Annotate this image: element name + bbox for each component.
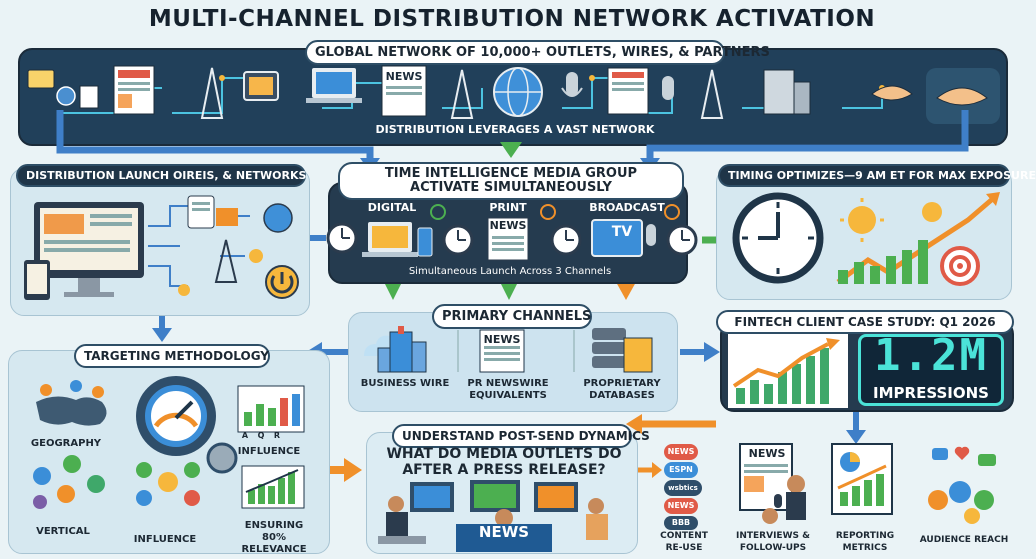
step-content-reuse: CONTENT RE-USE xyxy=(660,531,708,553)
activate-caption: Simultaneous Launch Across 3 Channels xyxy=(408,266,612,277)
case-study-metric: IMPRESSIONS xyxy=(873,384,989,402)
targeting-influence-label-1: INFLUENCE xyxy=(237,446,301,457)
broadcast-tv-label: TV xyxy=(611,224,633,240)
timing-banner: TIMING OPTIMIZES—9 AM ET FOR MAX EXPOSUR… xyxy=(718,164,1036,187)
step-news-label: NEWS xyxy=(748,447,786,460)
newsroom-illustration xyxy=(378,480,608,552)
case-study-chart xyxy=(728,334,848,408)
page-title: MULTI-CHANNEL DISTRIBUTION NETWORK ACTIV… xyxy=(148,6,876,32)
activate-channel-icons xyxy=(326,204,698,261)
timing-illustration xyxy=(732,192,1000,286)
primary-proprietary-db: PROPRIETARY DATABASES xyxy=(583,378,661,401)
outlet-badges: NEWS ESPN wsbtics NEWS BBB xyxy=(664,444,704,530)
step-audience-reach: AUDIENCE REACH xyxy=(919,535,1009,545)
channel-broadcast-label: BROADCAST xyxy=(589,201,665,214)
primary-business-wire: BUSINESS WIRE xyxy=(360,378,450,389)
primary-channels-banner: PRIMARY CHANNELS xyxy=(432,304,592,329)
post-send-banner: UNDERSTAND POST-SEND DYNAMICS xyxy=(392,424,650,448)
activate-banner: TIME INTELLIGENCE MEDIA GROUP ACTIVATE S… xyxy=(338,162,684,200)
case-study-value: 1.2M xyxy=(874,330,988,381)
network-strip-icons: NEWS xyxy=(27,65,1000,124)
primary-channels-icons xyxy=(364,326,653,373)
post-send-steps-icons xyxy=(739,443,996,524)
outlet-badge-4: NEWS xyxy=(664,498,698,514)
chart-tick-a: A xyxy=(241,431,249,440)
chart-tick-r: R xyxy=(273,431,281,440)
targeting-influence-label-2: INFLUENCE xyxy=(133,534,197,545)
activate-banner-line2: ACTIVATE SIMULTANEOUSLY xyxy=(410,180,612,195)
targeting-banner: TARGETING METHODOLOGY xyxy=(74,344,270,368)
step-interviews: INTERVIEWS & FOLLOW-UPS xyxy=(736,531,810,553)
svg-text:NEWS: NEWS xyxy=(386,70,423,83)
chart-tick-q: Q xyxy=(257,431,265,440)
case-study-display xyxy=(858,334,1004,406)
desk-news-label: NEWS xyxy=(478,523,530,541)
channel-digital-label: DIGITAL xyxy=(367,201,417,214)
targeting-vertical-label: VERTICAL xyxy=(36,526,90,537)
targeting-relevance-label: ENSURING 80% RELEVANCE xyxy=(241,520,307,555)
activate-banner-line1: TIME INTELLIGENCE MEDIA GROUP xyxy=(384,166,638,181)
step-reporting-metrics: REPORTING METRICS xyxy=(835,531,895,553)
launch-illustration xyxy=(24,195,299,300)
global-network-banner: GLOBAL NETWORK OF 10,000+ OUTLETS, WIRES… xyxy=(305,40,770,65)
primary-news-label: NEWS xyxy=(483,333,521,346)
launch-banner: DISTRIBUTION LAUNCH OIREIS, & NETWORKS xyxy=(16,164,306,187)
global-network-caption: DISTRIBUTION LEVERAGES A VAST NETWORK xyxy=(375,123,655,136)
print-news-label: NEWS xyxy=(489,219,527,232)
primary-pr-newswire: PR NEWSWIRE EQUIVALENTS xyxy=(467,378,549,401)
outlet-badge-3: wsbtics xyxy=(664,480,702,496)
targeting-geography-label: GEOGRAPHY xyxy=(30,438,102,449)
channel-print-label: PRINT xyxy=(489,201,527,214)
post-send-question-2: AFTER A PRESS RELEASE? xyxy=(402,462,606,478)
targeting-illustration xyxy=(33,376,305,509)
post-send-question-1: WHAT DO MEDIA OUTLETS DO xyxy=(386,446,622,462)
outlet-badge-5: BBB xyxy=(664,516,698,530)
case-study-banner: FINTECH CLIENT CASE STUDY: Q1 2026 xyxy=(716,310,1014,334)
outlet-badge-2: ESPN xyxy=(664,462,698,478)
outlet-badge-1: NEWS xyxy=(664,444,698,460)
